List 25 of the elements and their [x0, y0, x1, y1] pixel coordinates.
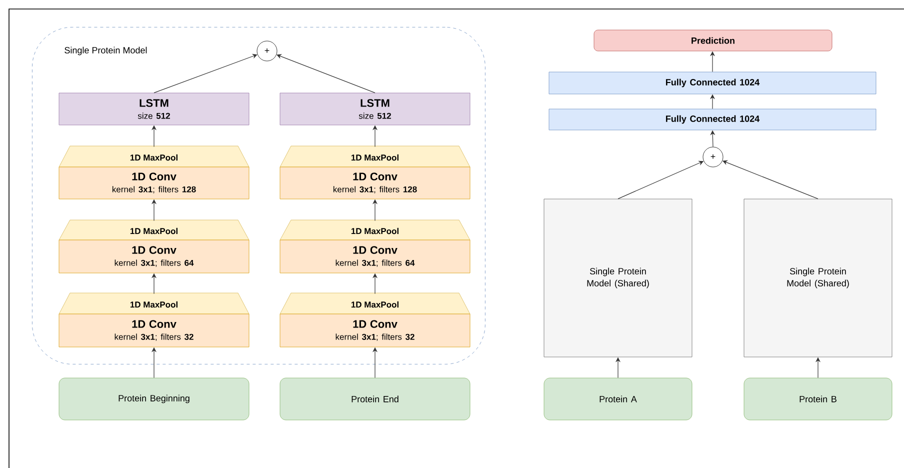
conv-box: 1D Conv kernel 3x1; filters 128 [280, 166, 470, 200]
maxpool-trapezoid: 1D MaxPool [280, 292, 470, 314]
conv-box: 1D Conv kernel 3x1; filters 32 [58, 314, 250, 348]
conv-box: 1D Conv kernel 3x1; filters 64 [280, 240, 470, 274]
dense-box: Fully Connected 1024 [548, 72, 876, 94]
maxpool-trapezoid: 1D MaxPool [58, 220, 250, 240]
input-box: Protein Beginning [58, 378, 250, 420]
output-box: Prediction [594, 30, 832, 52]
maxpool-trapezoid: 1D MaxPool [280, 220, 470, 240]
arrow [276, 54, 376, 94]
input-box: Protein End [280, 378, 470, 420]
input-box: Protein B [744, 378, 892, 420]
dense-box: Fully Connected 1024 [548, 108, 876, 130]
model-box: Single Protein Model (Shared) [744, 198, 892, 358]
lstm-box: LSTM size 512 [280, 92, 470, 126]
model-box: Single Protein Model (Shared) [544, 198, 692, 358]
conv-box: 1D Conv kernel 3x1; filters 32 [280, 314, 470, 348]
input-box: Protein A [544, 378, 692, 420]
maxpool-trapezoid: 1D MaxPool [58, 146, 250, 168]
conv-box: 1D Conv kernel 3x1; filters 64 [58, 240, 250, 274]
arrow [154, 54, 258, 94]
conv-box: 1D Conv kernel 3x1; filters 128 [58, 166, 250, 200]
lstm-box: LSTM size 512 [58, 92, 250, 126]
maxpool-trapezoid: 1D MaxPool [280, 146, 470, 168]
maxpool-trapezoid: 1D MaxPool [58, 292, 250, 314]
